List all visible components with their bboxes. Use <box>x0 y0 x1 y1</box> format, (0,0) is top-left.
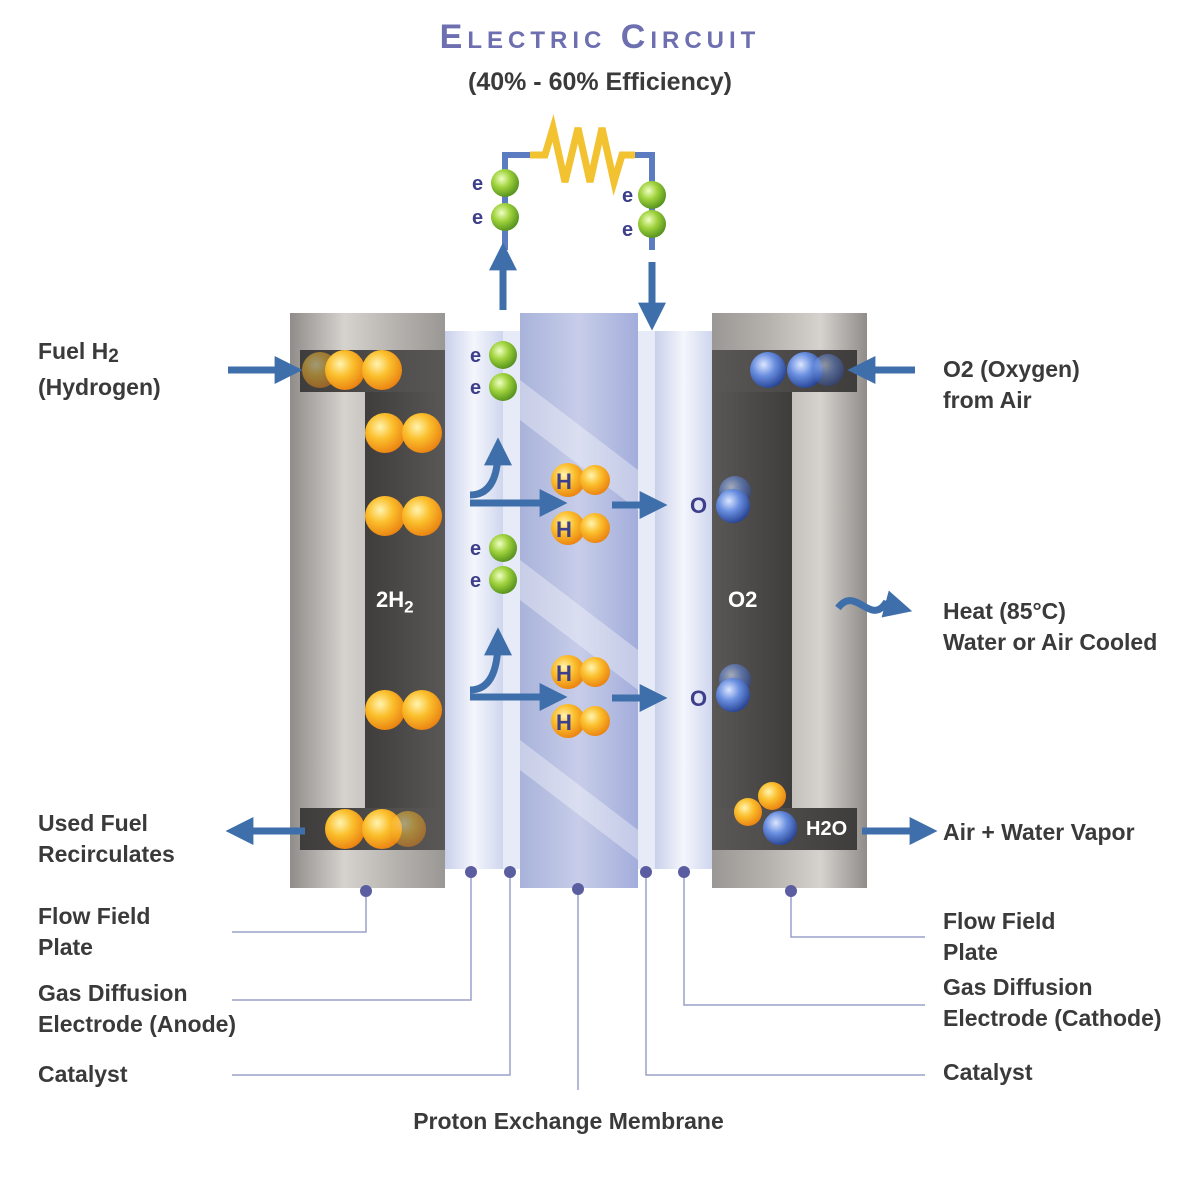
proton-exchange-membrane <box>520 313 638 888</box>
hydrogen-molecules <box>302 350 442 849</box>
arrow-electron-branch-2 <box>469 627 512 694</box>
electron-particles <box>489 169 666 594</box>
catalyst-right-label: Catalyst <box>943 1059 1033 1085</box>
electron-letter: e <box>470 538 481 560</box>
leader-lines <box>232 872 925 1090</box>
electron-letter: e <box>470 345 481 367</box>
resistor-icon <box>530 114 635 196</box>
catalyst-layer-anode <box>503 331 520 869</box>
oxygen-label: O2 (Oxygen)from Air <box>943 356 1080 413</box>
air-water-vapor-label: Air + Water Vapor <box>943 819 1135 845</box>
gas-diffusion-electrode-anode <box>445 331 503 869</box>
heat-wave-arrow <box>835 590 913 618</box>
hydrogen-ion-letter: H <box>556 517 572 542</box>
diagram-subtitle: (40% - 60% Efficiency) <box>468 68 732 96</box>
electron-letter: e <box>622 219 633 241</box>
cathode-gas-label: O2 <box>728 587 758 612</box>
proton-particles <box>551 463 610 738</box>
oxygen-letter: O <box>690 686 707 711</box>
hydrogen-ion-letter: H <box>556 469 572 494</box>
diagram-title: Electric Circuit <box>439 18 761 56</box>
oxygen-molecules <box>716 352 844 845</box>
leader-dots <box>360 866 797 897</box>
catalyst-left-label: Catalyst <box>38 1061 128 1087</box>
oxygen-letter: O <box>690 493 707 518</box>
proton-exchange-membrane-label: Proton Exchange Membrane <box>413 1108 724 1134</box>
water-label: H2O <box>806 818 848 840</box>
anode-gas-label: 2H2 <box>376 587 414 617</box>
particle-letters: e e e e e e e e H H H H O O <box>470 173 707 735</box>
electron-letter: e <box>472 173 483 195</box>
flow-field-plate-left <box>290 313 445 888</box>
arrow-electron-branch-1 <box>469 437 512 499</box>
fuel-hydrogen-label: Fuel H2 (Hydrogen) <box>38 338 161 400</box>
electron-letter: e <box>470 377 481 399</box>
heat-label: Heat (85°C)Water or Air Cooled <box>943 598 1158 655</box>
flow-arrows <box>225 242 938 845</box>
catalyst-layer-cathode <box>638 331 655 869</box>
electron-letter: e <box>472 207 483 229</box>
electron-letter: e <box>470 570 481 592</box>
gas-diffusion-electrode-cathode <box>655 331 712 869</box>
electron-letter: e <box>622 185 633 207</box>
hydrogen-ion-letter: H <box>556 710 572 735</box>
hydrogen-ion-letter: H <box>556 661 572 686</box>
